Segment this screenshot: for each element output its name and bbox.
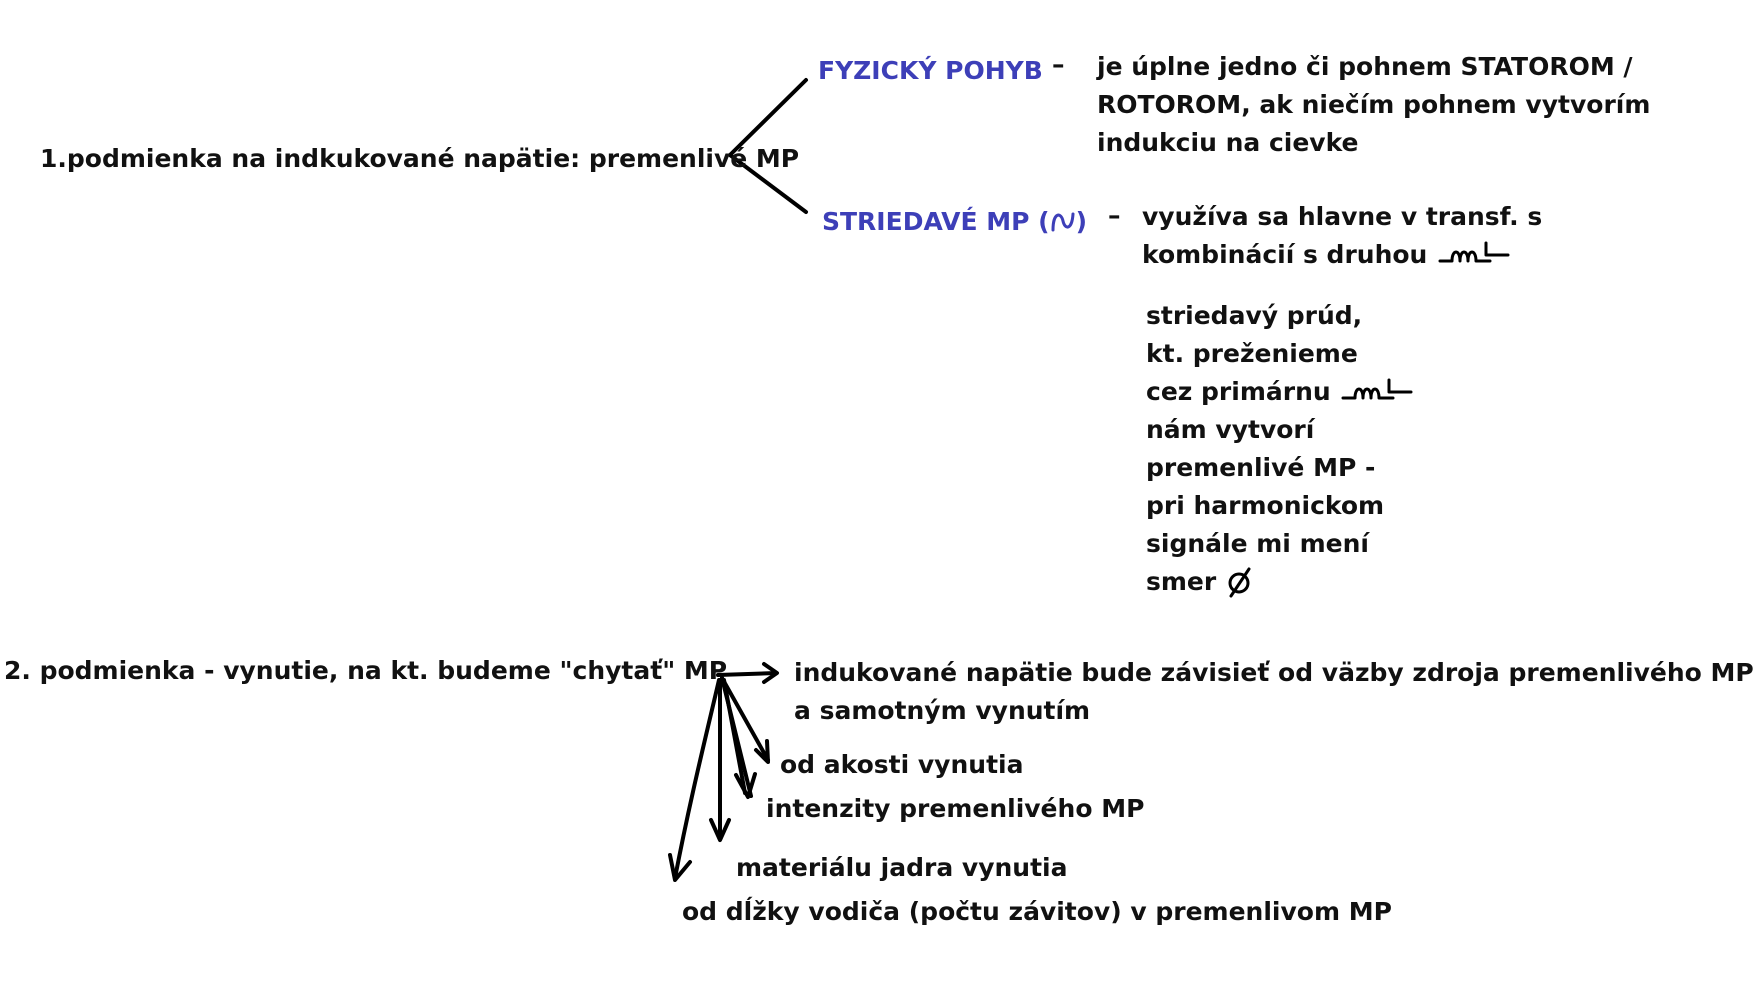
physical-line-1: je úplne jedno či pohnem STATOROM / <box>1097 52 1633 81</box>
physical-line-3: indukciu na cievke <box>1097 128 1359 157</box>
arrow-intenzity-1 <box>720 676 753 798</box>
arrow-intenzity-2 <box>722 678 747 795</box>
note-line-8: smer <box>1146 563 1419 601</box>
branch-physical-text: je úplne jedno či pohnem STATOROM / ROTO… <box>1097 48 1650 162</box>
branch-physical-title: FYZICKÝ POHYB <box>818 56 1043 85</box>
branch-alternating-title: STRIEDAVÉ MP () <box>822 203 1087 241</box>
item-akost: od akosti vynutia <box>780 750 1024 779</box>
sine-wave-icon <box>1051 212 1075 232</box>
note-line-7: signále mi mení <box>1146 529 1369 558</box>
coil-icon <box>1438 241 1510 263</box>
note-line-2: kt. preženieme <box>1146 339 1358 368</box>
arrow-main-text: indukované napätie bude závisieť od väzb… <box>794 654 1753 730</box>
physical-line-2: ROTOROM, ak niečím pohnem vytvorím <box>1097 90 1651 119</box>
flux-phi-icon <box>1228 567 1251 598</box>
note-line-6: pri harmonickom <box>1146 491 1385 520</box>
item-material: materiálu jadra vynutia <box>736 853 1068 882</box>
arrowhead-material <box>709 818 731 842</box>
note-line-3: cez primárnu <box>1146 373 1419 411</box>
arrow-dlzka <box>673 678 721 880</box>
main-line-1: indukované napätie bude závisieť od väzb… <box>794 658 1753 687</box>
branch-physical-dash: – <box>1052 50 1065 79</box>
note-line-8-text: smer <box>1146 567 1217 596</box>
alternating-title-text: STRIEDAVÉ MP ( <box>822 207 1050 236</box>
arrow-akost <box>720 676 770 762</box>
main-line-2: a samotným vynutím <box>794 696 1091 725</box>
alternating-line-1: využíva sa hlavne v transf. s <box>1142 202 1543 231</box>
branch-alternating-text: využíva sa hlavne v transf. s kombinácií… <box>1142 198 1542 274</box>
branch-alternating-dash: – <box>1108 201 1121 230</box>
arrowhead-dlzka <box>668 853 692 882</box>
alternating-line-2-text: kombinácií s druhou <box>1142 240 1428 269</box>
arrowhead-main <box>762 662 779 684</box>
note-line-5: premenlivé MP - <box>1146 453 1376 482</box>
condition2-label: 2. podmienka - vynutie, na kt. budeme "c… <box>4 656 728 685</box>
coil-icon <box>1341 378 1413 400</box>
note-line-1: striedavý prúd, <box>1146 301 1363 330</box>
alternating-line-2: kombinácií s druhou <box>1142 236 1542 274</box>
arrowhead-akost <box>754 739 770 764</box>
alternating-note: striedavý prúd, kt. preženieme cez primá… <box>1146 297 1419 601</box>
item-dlzka: od dĺžky vodiča (počtu závitov) v premen… <box>682 897 1392 926</box>
note-line-3-text: cez primárnu <box>1146 377 1331 406</box>
arrowhead-intenzity <box>734 772 757 799</box>
item-intenzity: intenzity premenlivého MP <box>766 794 1145 823</box>
alternating-title-close: ) <box>1075 207 1087 236</box>
note-line-4: nám vytvorí <box>1146 415 1315 444</box>
condition1-label: 1.podmienka na indkukované napätie: prem… <box>40 144 800 173</box>
